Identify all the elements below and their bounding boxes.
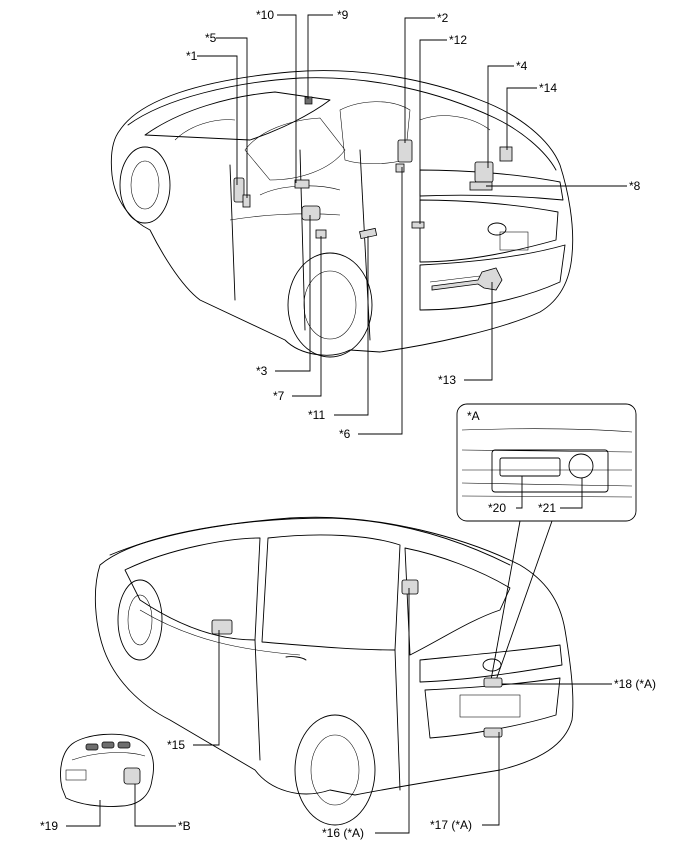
label-7: *7	[273, 389, 285, 403]
label-14: *14	[539, 81, 557, 95]
component-17	[483, 727, 503, 738]
component-5	[242, 194, 251, 208]
label-17: *17 (*A)	[430, 818, 472, 832]
label-9: *9	[337, 8, 349, 22]
label-6: *6	[339, 427, 351, 441]
inset-detail-a	[456, 403, 637, 522]
component-3	[301, 205, 321, 221]
component-b	[123, 767, 141, 785]
label-12: *12	[449, 33, 467, 47]
label-18: *18 (*A)	[614, 677, 656, 691]
component-6	[395, 163, 405, 173]
smart-key-illustration	[60, 733, 176, 827]
key-button-3	[117, 741, 131, 749]
inset-title: *A	[467, 409, 480, 423]
label-16: *16 (*A)	[322, 826, 364, 840]
component-11	[359, 227, 378, 240]
component-2	[397, 139, 413, 163]
component-12	[411, 221, 425, 229]
bottom-car-illustration	[94, 516, 574, 826]
component-9	[304, 96, 313, 105]
label-2: *2	[437, 11, 449, 25]
key-button-1	[85, 743, 99, 751]
component-4	[474, 161, 494, 183]
label-11: *11	[308, 408, 325, 422]
component-20-shape	[499, 457, 561, 477]
label-b: *B	[178, 819, 191, 833]
bottom-leader-lines	[193, 588, 612, 834]
callout-labels: *1 *5 *10 *9 *2 *12 *4 *14 *8 *3 *7 *11 …	[40, 8, 656, 840]
key-button-2	[101, 741, 115, 749]
component-18	[483, 677, 503, 688]
component-13	[431, 267, 503, 291]
component-15	[211, 619, 233, 635]
component-14	[499, 146, 513, 162]
component-16	[401, 579, 419, 595]
label-21: *21	[538, 501, 556, 515]
inset-handle-housing	[491, 449, 609, 493]
label-5: *5	[205, 31, 217, 45]
component-10	[294, 179, 310, 189]
label-10: *10	[256, 8, 274, 22]
inset-frame	[456, 403, 637, 522]
top-car-illustration	[110, 70, 574, 358]
inset-callout-wedge	[490, 520, 553, 684]
label-19: *19	[40, 819, 58, 833]
label-4: *4	[516, 59, 528, 73]
label-13: *13	[438, 373, 456, 387]
label-15: *15	[167, 738, 185, 752]
label-20: *20	[488, 501, 506, 515]
label-1: *1	[186, 49, 198, 63]
component-1	[233, 177, 245, 203]
bottom-car-components	[211, 579, 503, 738]
label-3: *3	[256, 364, 268, 378]
label-8: *8	[629, 179, 641, 193]
top-leader-lines	[197, 14, 627, 435]
component-21-shape	[568, 453, 594, 479]
